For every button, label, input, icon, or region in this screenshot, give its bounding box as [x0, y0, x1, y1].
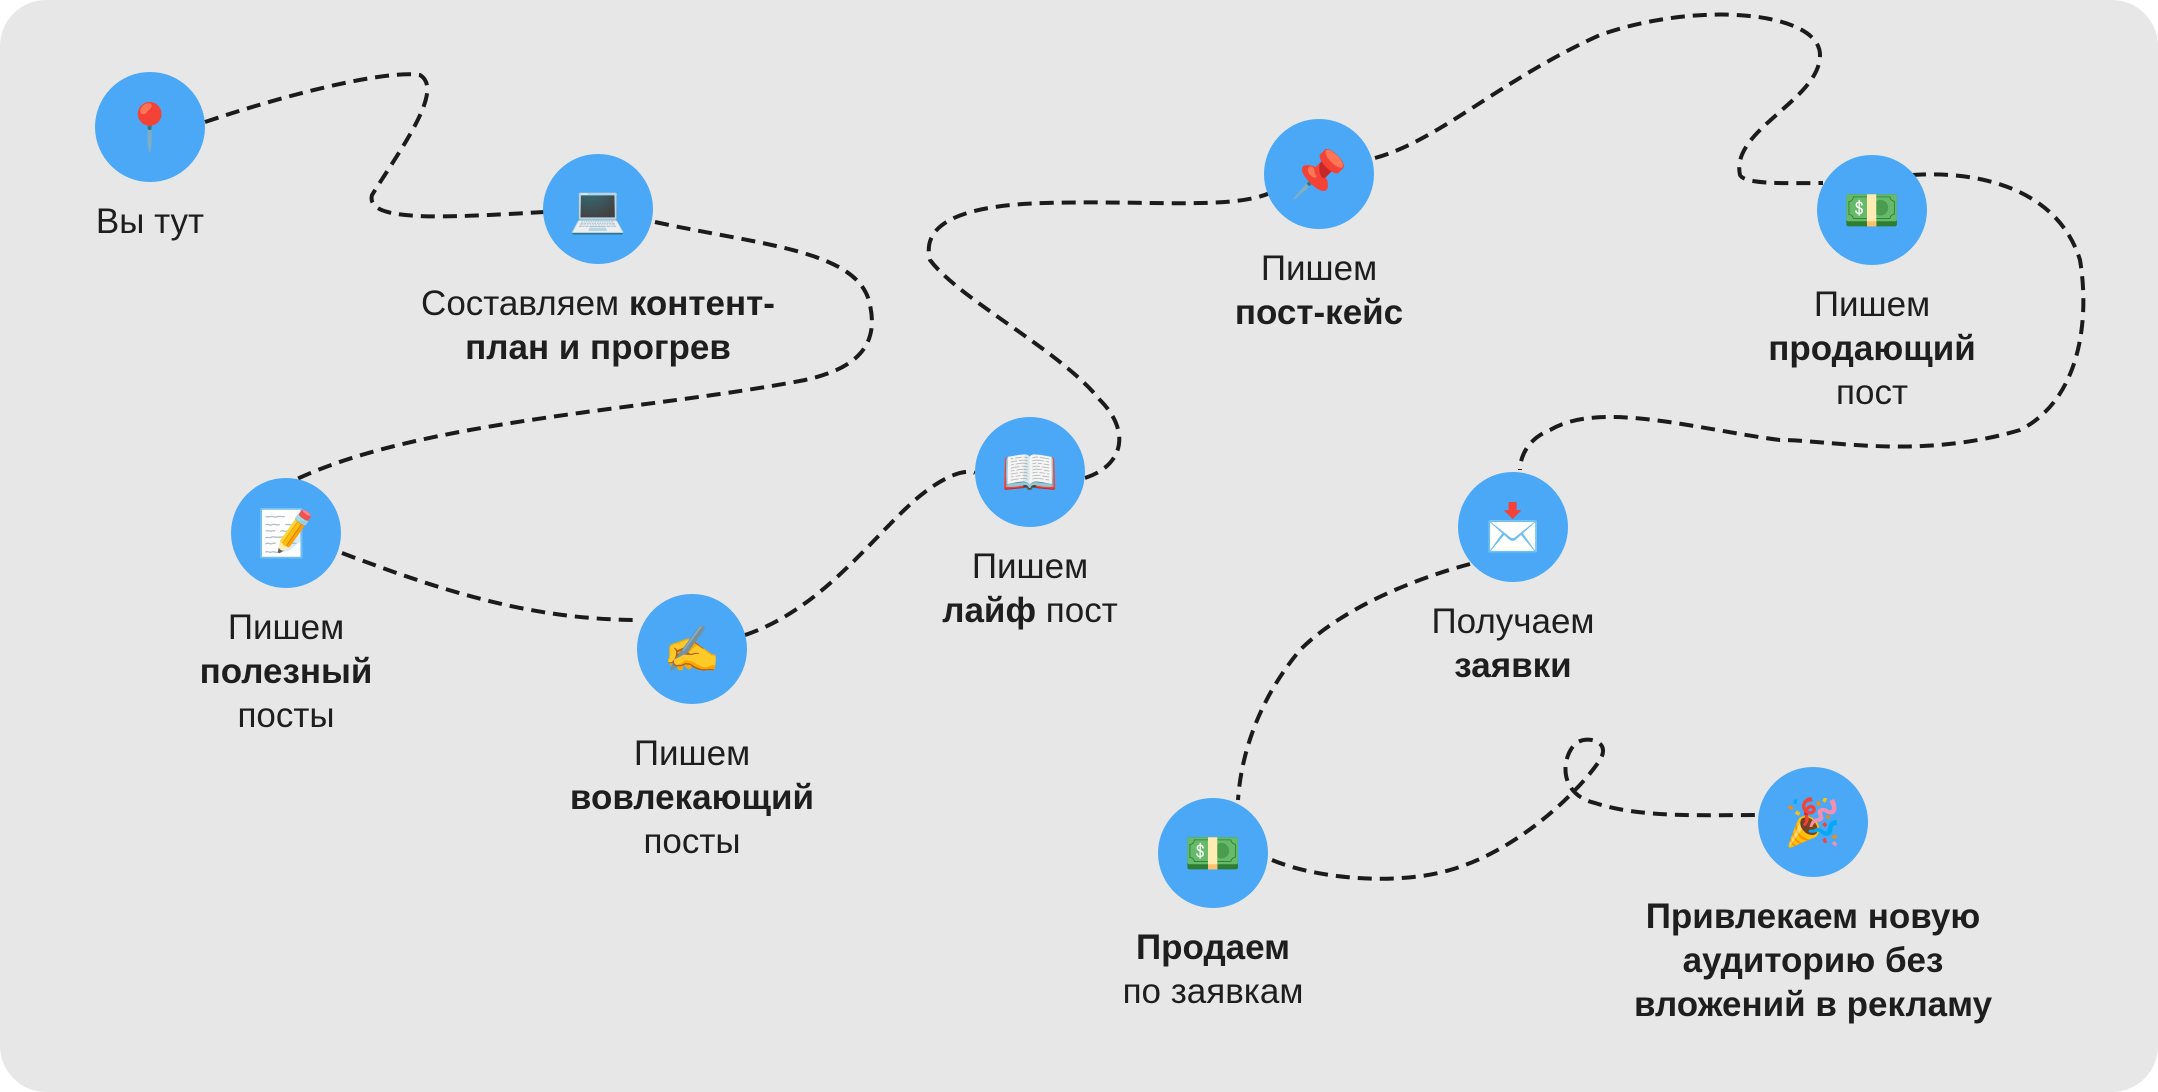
step-label-8: Получаем заявки	[1431, 600, 1594, 688]
step-label-5: Пишем лайф пост	[942, 545, 1118, 633]
label-line: посты	[570, 820, 814, 864]
label-line: Пишем	[570, 732, 814, 776]
step-node-7: 💵	[1817, 155, 1927, 265]
label-text-bold: лайф	[942, 591, 1037, 630]
label-text: Пишем	[1260, 249, 1378, 288]
label-text-bold: Привлекаем новую	[1645, 897, 1981, 936]
label-text-bold: полезный	[199, 652, 373, 691]
step-label-1: Вы тут	[96, 200, 204, 244]
label-line: Вы тут	[96, 200, 204, 244]
money-icon: 💵	[1843, 183, 1901, 237]
step-node-10: 🎉	[1758, 767, 1868, 877]
label-line: вовлекающий	[570, 776, 814, 820]
label-text: Получаем	[1431, 602, 1595, 641]
step-node-4: ✍️	[637, 594, 747, 704]
label-text: Пишем	[971, 547, 1089, 586]
incoming-envelope-icon: 📩	[1484, 500, 1542, 554]
step-label-4: Пишем вовлекающий посты	[570, 732, 814, 864]
label-text-bold: вложений в рекламу	[1633, 985, 1993, 1024]
label-text: пост	[1036, 591, 1118, 630]
step-node-6: 📌	[1264, 119, 1374, 229]
label-text-bold: Продаем	[1135, 928, 1291, 967]
step-label-3: Пишем полезный посты	[200, 606, 373, 738]
label-text-bold: аудиторию без	[1682, 941, 1944, 980]
step-node-2: 💻	[543, 154, 653, 264]
pushpin-icon: 📌	[1290, 147, 1348, 201]
label-text: посты	[237, 696, 335, 735]
label-text-bold: продающий	[1768, 329, 1976, 368]
party-popper-icon: 🎉	[1784, 795, 1842, 849]
label-text-bold: заявки	[1454, 646, 1572, 685]
label-line: Продаем	[1123, 926, 1304, 970]
memo-icon: 📝	[257, 506, 315, 560]
label-line: аудиторию без	[1634, 939, 1992, 983]
label-line: Пишем	[200, 606, 373, 650]
label-line: Пишем	[1235, 247, 1403, 291]
label-line: Пишем	[1768, 283, 1976, 327]
step-label-7: Пишем продающий пост	[1768, 283, 1976, 415]
label-text: Пишем	[1813, 285, 1931, 324]
step-node-9: 💵	[1158, 798, 1268, 908]
label-text: Вы тут	[95, 202, 205, 241]
step-node-1: 📍	[95, 72, 205, 182]
label-line: заявки	[1431, 644, 1594, 688]
round-pushpin-icon: 📍	[121, 100, 179, 154]
label-text-bold: контент-	[628, 284, 775, 323]
writing-hand-icon: ✍️	[663, 622, 721, 676]
label-line: Привлекаем новую	[1634, 895, 1992, 939]
laptop-icon: 💻	[569, 182, 627, 236]
label-text-bold: план и прогрев	[465, 328, 731, 367]
label-line: по заявкам	[1123, 970, 1304, 1014]
label-text: Пишем	[633, 734, 751, 773]
label-line: вложений в рекламу	[1634, 983, 1992, 1027]
step-label-10: Привлекаем новую аудиторию без вложений …	[1634, 895, 1992, 1027]
step-node-3: 📝	[231, 478, 341, 588]
label-line: Получаем	[1431, 600, 1594, 644]
label-line: лайф пост	[942, 589, 1118, 633]
label-text-bold: вовлекающий	[569, 778, 815, 817]
label-text: посты	[643, 822, 741, 861]
label-line: продающий	[1768, 327, 1976, 371]
label-line: Пишем	[942, 545, 1118, 589]
step-label-6: Пишем пост-кейс	[1235, 247, 1403, 335]
money-icon: 💵	[1184, 826, 1242, 880]
open-book-icon: 📖	[1001, 445, 1059, 499]
label-text: пост	[1836, 373, 1908, 412]
label-text-bold: пост-кейс	[1234, 293, 1404, 332]
label-line: пост	[1768, 371, 1976, 415]
step-label-9: Продаем по заявкам	[1123, 926, 1304, 1014]
label-line: план и прогрев	[421, 326, 775, 370]
step-node-8: 📩	[1458, 472, 1568, 582]
step-node-5: 📖	[975, 417, 1085, 527]
label-line: посты	[200, 694, 373, 738]
label-line: пост-кейс	[1235, 291, 1403, 335]
label-text: Составляем	[421, 284, 629, 323]
label-text: Пишем	[227, 608, 345, 647]
label-line: Составляем контент-	[421, 282, 775, 326]
label-line: полезный	[200, 650, 373, 694]
step-label-2: Составляем контент- план и прогрев	[421, 282, 775, 370]
label-text: по заявкам	[1122, 972, 1304, 1011]
